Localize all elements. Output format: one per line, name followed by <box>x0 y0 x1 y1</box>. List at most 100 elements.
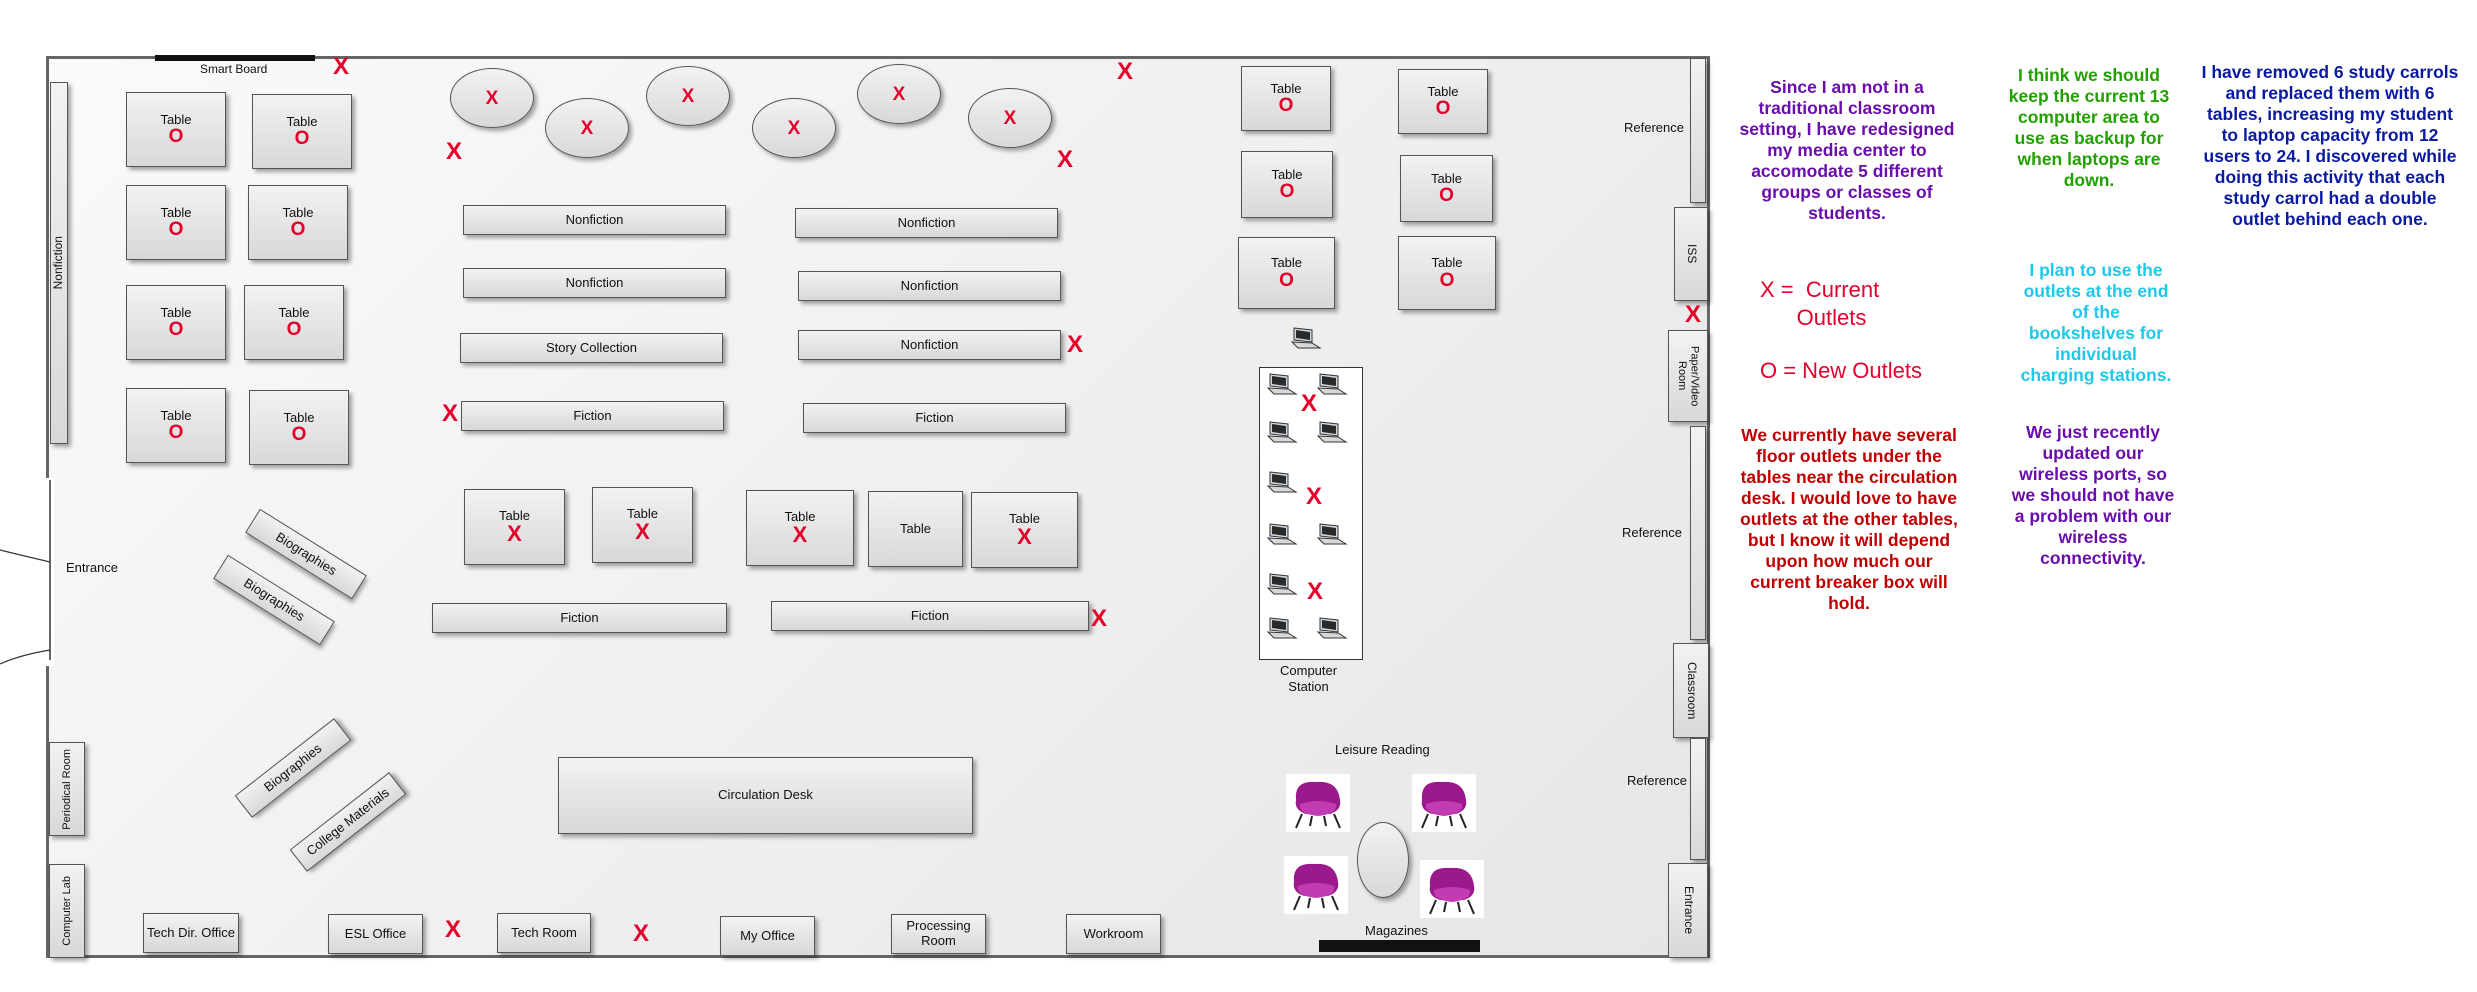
new-outlet-marker: O <box>291 424 307 446</box>
current-outlet-marker: X <box>580 117 594 139</box>
current-outlet-marker: X <box>1306 483 1323 510</box>
current-outlet-marker: X <box>1003 107 1017 129</box>
iss-room: ISS <box>1674 207 1708 301</box>
legend-current-outlets: X = Current Outlets <box>1760 277 1880 330</box>
shelf-label: Nonfiction <box>565 274 624 290</box>
table-label: Table <box>278 304 310 320</box>
lounge-chair-icon <box>1412 774 1476 832</box>
shelf-label: Fiction <box>910 607 950 623</box>
legend-new-outlets: O = New Outlets <box>1760 358 1923 383</box>
nonfiction-wall-shelf-label: Nonfiction <box>51 236 66 290</box>
laptop-icon <box>1266 373 1298 395</box>
fiction-shelf: Fiction <box>432 603 727 633</box>
shelf-label: Nonfiction <box>897 214 956 230</box>
current-outlet-marker: X <box>333 53 350 80</box>
current-outlet-marker: X <box>445 916 462 943</box>
table-label: Table <box>286 113 318 129</box>
nonfiction-shelf: Nonfiction <box>463 205 726 235</box>
table-label: Table <box>1431 255 1463 271</box>
computers-note: I think we should keep the current 13 co… <box>2008 65 2170 190</box>
door-swing-lines <box>0 480 51 665</box>
story-collection-shelf: Story Collection <box>460 333 723 363</box>
new-outlet-marker: O <box>168 422 184 444</box>
table-label: Table <box>283 409 315 425</box>
new-outlet-marker: O <box>1435 98 1451 120</box>
table: Table <box>868 491 963 567</box>
current-outlet-marker: X <box>633 920 650 947</box>
oval-table: X <box>545 98 629 158</box>
current-outlet-marker: X <box>446 138 463 165</box>
new-outlet-marker: O <box>290 219 306 241</box>
new-outlet-marker: O <box>168 219 184 241</box>
reference-label: Reference <box>1627 773 1687 788</box>
current-outlet-marker: X <box>1057 146 1074 173</box>
classroom: Classroom <box>1673 643 1709 738</box>
leisure-reading-label: Leisure Reading <box>1335 742 1430 757</box>
reference-label: Reference <box>1624 120 1684 135</box>
nonfiction-shelf: Nonfiction <box>798 271 1061 301</box>
redesign-note: Since I am not in a traditional classroo… <box>1739 77 1955 223</box>
current-outlet-marker: X <box>635 519 650 545</box>
shelf-label: Fiction <box>915 409 954 425</box>
smart-board <box>155 55 315 61</box>
current-outlet-marker: X <box>442 400 459 427</box>
table-label: Table <box>1430 170 1463 186</box>
new-outlet-marker: O <box>1279 269 1294 291</box>
circulation-desk-label: Circulation Desk <box>718 787 813 803</box>
table-label: Table <box>160 204 192 220</box>
table-label: Table <box>1427 83 1459 99</box>
computer-lab: Computer Lab <box>49 864 85 958</box>
nonfiction-wall-shelf: Nonfiction <box>50 82 68 444</box>
laptop-icon <box>1316 617 1348 639</box>
lounge-chair-icon <box>1284 856 1348 914</box>
nonfiction-shelf: Nonfiction <box>795 208 1058 238</box>
magazine-rack <box>1319 940 1480 952</box>
table-label: Table <box>626 505 659 521</box>
entrance-left-label: Entrance <box>66 560 119 575</box>
room-label: Tech Dir. Office <box>147 924 235 940</box>
laptop-icon <box>1290 327 1322 349</box>
oval-table: X <box>968 88 1052 148</box>
laptop-icon <box>1316 373 1348 395</box>
room-label: Workroom <box>1083 925 1144 941</box>
classroom-label: Classroom <box>1684 661 1699 720</box>
room-label: Tech Room <box>511 924 577 940</box>
current-outlet-marker: X <box>892 83 906 105</box>
room-label: My Office <box>740 927 795 943</box>
computer-lab-label: Computer Lab <box>60 876 73 946</box>
computer-station <box>1259 367 1363 660</box>
table-label: Table <box>160 407 192 423</box>
smart-board-label: Smart Board <box>200 62 268 76</box>
shelf-label: Fiction <box>573 407 612 423</box>
laptop-icon <box>1266 421 1298 443</box>
table-label: Table <box>498 507 531 523</box>
shelf-label: Story Collection <box>545 339 638 355</box>
paper-video-room: Paper/Video Room <box>1668 330 1708 422</box>
tech-dir-office: Tech Dir. Office <box>143 913 239 953</box>
shelf-label: Nonfiction <box>900 336 959 352</box>
shelf-label: Nonfiction <box>565 211 624 227</box>
processing-room: Processing Room <box>891 914 986 954</box>
circulation-desk: Circulation Desk <box>558 757 973 834</box>
iss-label: ISS <box>1684 244 1699 264</box>
magazine-table <box>1357 822 1409 898</box>
current-outlet-marker: X <box>1091 605 1108 632</box>
fiction-shelf: Fiction <box>771 601 1089 631</box>
table-label: Table <box>899 520 932 536</box>
table-label: Table <box>160 304 192 320</box>
magazines-label: Magazines <box>1365 923 1428 938</box>
current-outlet-marker: X <box>1067 331 1084 358</box>
